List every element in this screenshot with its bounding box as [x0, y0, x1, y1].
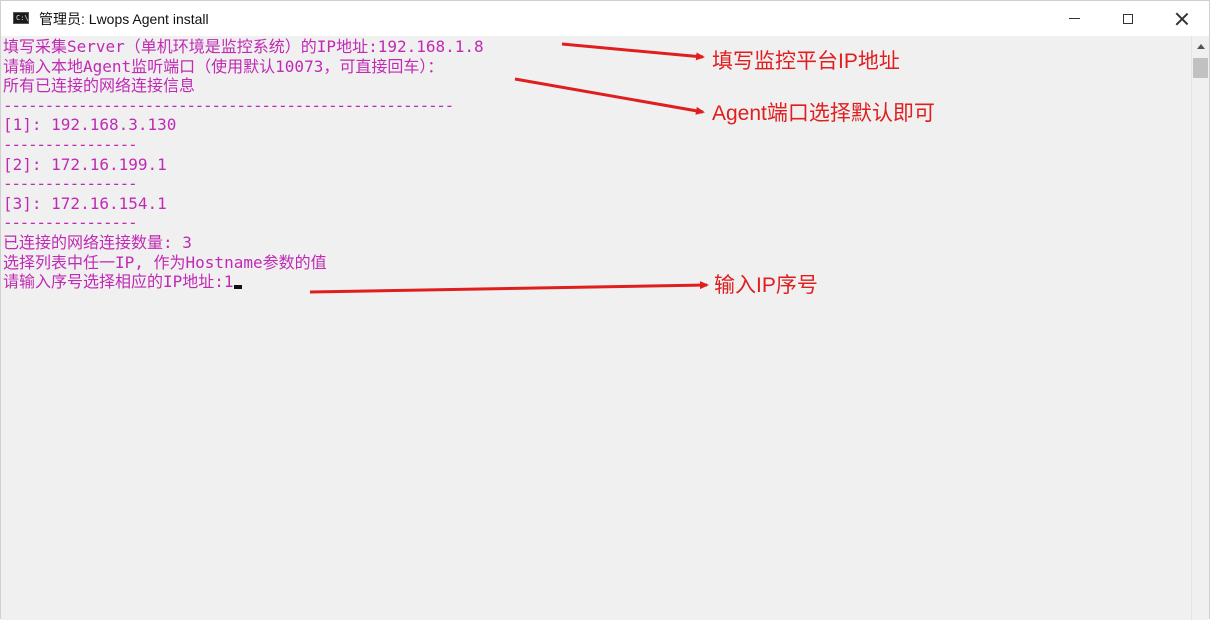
console-separator: ----------------: [3, 174, 138, 194]
title-bar[interactable]: C:\ 管理员: Lwops Agent install: [1, 1, 1209, 36]
scroll-thumb[interactable]: [1193, 58, 1208, 78]
chevron-up-icon: [1196, 43, 1205, 49]
console-line: [2]: 172.16.199.1: [3, 154, 167, 174]
console-input-line[interactable]: 请输入序号选择相应的IP地址:1: [3, 272, 484, 292]
minimize-icon: [1068, 18, 1080, 19]
console-output[interactable]: 填写采集Server（单机环境是监控系统）的IP地址:192.168.1.8 请…: [1, 36, 1191, 620]
console-app-icon-text: C:\: [16, 14, 29, 22]
annotation-arrow-ip-index: [309, 281, 709, 294]
text-cursor: [233, 285, 242, 290]
annotation-label: 输入IP序号: [714, 274, 818, 297]
scroll-up-button[interactable]: [1192, 36, 1209, 56]
console-app-icon[interactable]: C:\: [13, 12, 29, 24]
vertical-scrollbar[interactable]: [1191, 36, 1209, 620]
minimize-button[interactable]: [1047, 1, 1101, 36]
maximize-button[interactable]: [1101, 1, 1155, 36]
annotation-arrow-server-ip: [561, 42, 705, 61]
annotation-arrow-agent-port: [514, 77, 705, 115]
console-line: 请输入本地Agent监听端口（使用默认10073，可直接回车）：: [3, 56, 444, 76]
console-separator: ----------------: [3, 134, 138, 154]
console-lines: 填写采集Server（单机环境是监控系统）的IP地址:192.168.1.8 请…: [3, 37, 484, 292]
console-line: 已连接的网络连接数量: 3: [3, 232, 192, 252]
console-line: 所有已连接的网络连接信息: [3, 76, 196, 96]
annotation-label: 填写监控平台IP地址: [712, 50, 900, 73]
console-line: 选择列表中任一IP, 作为Hostname参数的值: [3, 252, 327, 272]
window-title: 管理员: Lwops Agent install: [39, 11, 209, 27]
console-separator: ----------------------------------------…: [3, 95, 454, 115]
console-line: [3]: 172.16.154.1: [3, 193, 167, 213]
maximize-icon: [1123, 13, 1133, 24]
console-line: 填写采集Server（单机环境是监控系统）的IP地址:192.168.1.8: [3, 37, 484, 56]
annotation-label: Agent端口选择默认即可: [712, 102, 935, 125]
console-separator: ----------------: [3, 213, 138, 233]
console-prompt: 请输入序号选择相应的IP地址:1: [3, 272, 234, 292]
console-line: [1]: 192.168.3.130: [3, 115, 177, 135]
